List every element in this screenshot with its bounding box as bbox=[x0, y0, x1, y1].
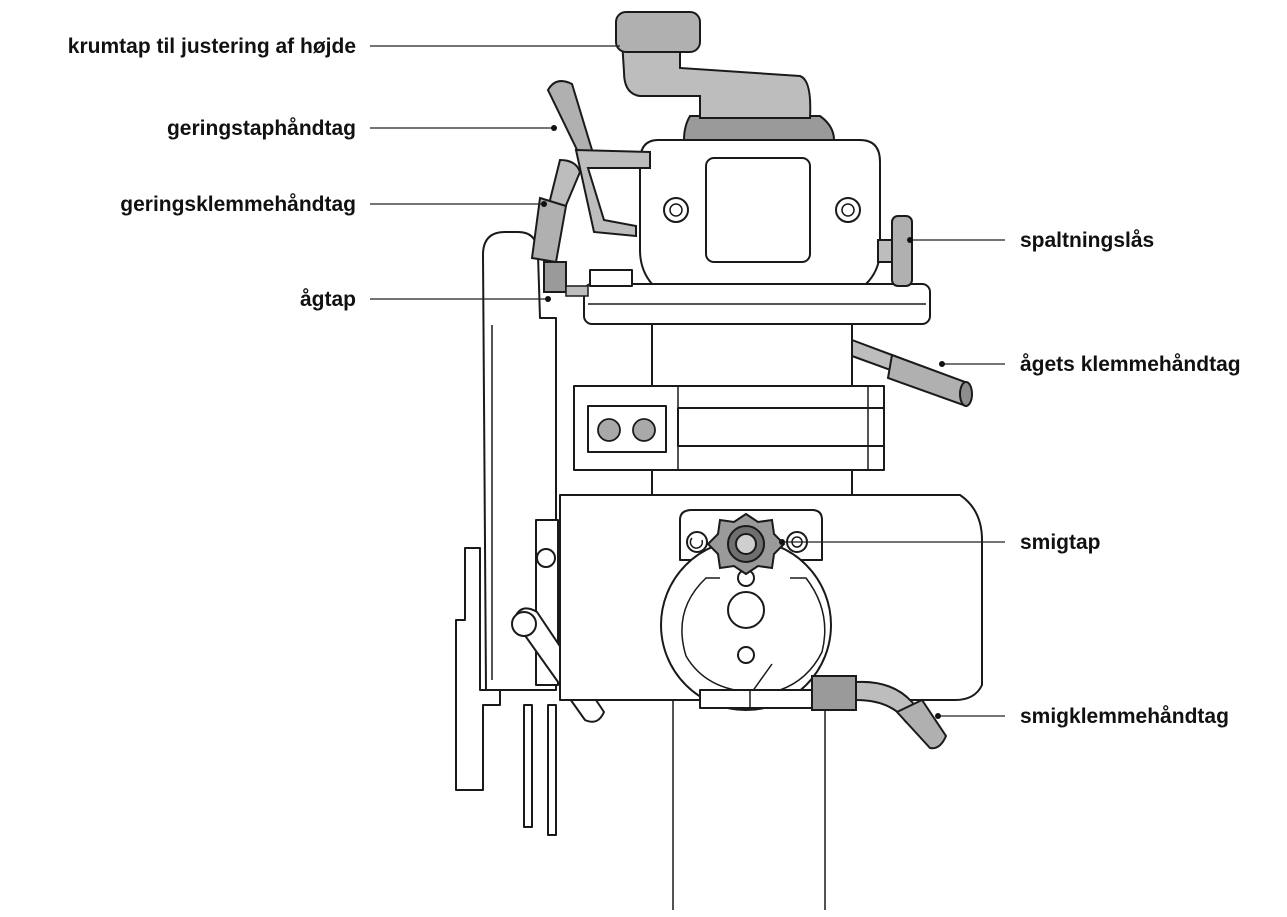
leader-lines bbox=[370, 45, 1005, 719]
left-rail bbox=[455, 231, 605, 836]
column-post bbox=[672, 700, 826, 910]
label-rip-lock: spaltningslås bbox=[1020, 229, 1154, 252]
label-height-crank: krumtap til justering af højde bbox=[68, 35, 356, 58]
yoke-clamp-handle bbox=[851, 338, 973, 408]
label-bevel-pin: smigtap bbox=[1020, 531, 1101, 554]
bevel-pin-knob bbox=[706, 512, 786, 576]
label-bevel-clamp-handle: smigklemmehåndtag bbox=[1020, 705, 1229, 728]
height-crank bbox=[615, 11, 836, 141]
label-miter-clamp-handle: geringsklemmehåndtag bbox=[120, 193, 356, 216]
saw-machine-illustration bbox=[455, 11, 983, 910]
labels: krumtap til justering af højde geringsta… bbox=[68, 35, 1241, 728]
bevel-clamp-handle bbox=[811, 675, 948, 750]
rip-lock bbox=[877, 215, 913, 287]
label-yoke-clamp-handle: ågets klemmehåndtag bbox=[1020, 353, 1241, 376]
label-yoke-pin: ågtap bbox=[300, 288, 356, 311]
motor-housing bbox=[639, 139, 881, 285]
bevel-assembly bbox=[660, 509, 832, 711]
label-miter-pin-handle: geringstaphåndtag bbox=[167, 117, 356, 140]
miter-handles bbox=[530, 80, 651, 297]
